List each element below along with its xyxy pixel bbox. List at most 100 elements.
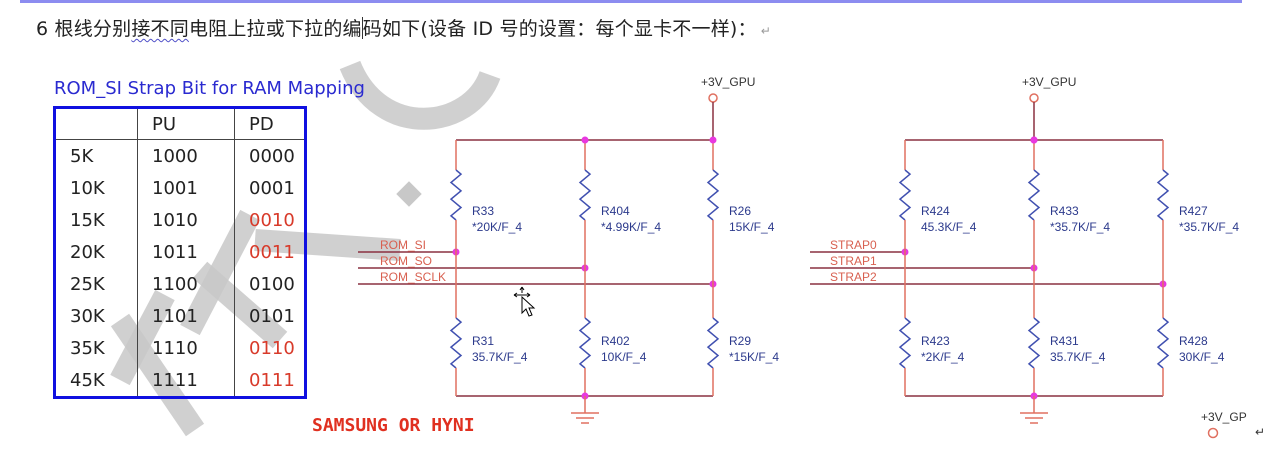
power-rail-label: +3V_GPU <box>701 75 755 89</box>
page-top-border <box>20 0 1242 3</box>
cell-pd: 0100 <box>234 268 306 300</box>
power-pin-icon <box>708 93 718 103</box>
power-pin-icon <box>1029 93 1039 103</box>
cell-resistance: 35K <box>70 337 105 359</box>
paragraph-mark-icon: ↵ <box>760 24 771 38</box>
cell-pd: 0011 <box>234 236 306 268</box>
extra-power-pin: +3V_GP ↵ <box>1201 410 1265 439</box>
cell-resistance: 5K <box>70 145 94 167</box>
cell-pu: 1110 <box>137 332 235 364</box>
resistor-icon <box>449 317 463 369</box>
header-resistance <box>54 107 138 140</box>
resistor-value: 15K/F_4 <box>729 220 775 234</box>
net-label: STRAP1 <box>830 254 877 268</box>
resistor-value: *35.7K/F_4 <box>1179 220 1239 234</box>
cell-resistance: 10K <box>70 177 105 199</box>
cell-pu: 1100 <box>137 268 235 300</box>
heading-rest: 码如下(设备 ID 号的设置：每个显卡不一样)： <box>362 18 757 40</box>
header-pd: PD <box>234 107 306 140</box>
resistor-icon <box>449 169 463 221</box>
cell-pu: 1010 <box>137 204 235 236</box>
cell-resistance: 20K <box>70 241 105 263</box>
resistor-value: 10K/F_4 <box>601 350 647 364</box>
cell-pu: 1111 <box>137 364 235 398</box>
document-heading[interactable]: 6 根线分别接不同电阻上拉或下拉的编码如下(设备 ID 号的设置：每个显卡不一样… <box>36 14 771 41</box>
resistor-icon <box>706 169 720 221</box>
junction-dot <box>1030 136 1038 144</box>
resistor-icon <box>898 317 912 369</box>
resistor-ref: R31 <box>472 334 494 348</box>
resistor-ref: R402 <box>601 334 630 348</box>
cell-resistance: 30K <box>70 305 105 327</box>
cell-pd: 0010 <box>234 204 306 236</box>
cell-pd: 0101 <box>234 300 306 332</box>
resistor-ref: R26 <box>729 204 751 218</box>
resistor-ref: R29 <box>729 334 751 348</box>
resistor-icon <box>1156 169 1170 221</box>
power-rail-label: +3V_GPU <box>1022 75 1076 89</box>
junction-dot <box>581 136 589 144</box>
cell-resistance: 25K <box>70 273 105 295</box>
memory-vendor-note: SAMSUNG OR HYNI <box>312 415 475 436</box>
resistor-icon <box>706 317 720 369</box>
resistor-icon <box>1027 169 1041 221</box>
table-header-row: PU PD <box>54 107 306 140</box>
cell-pd: 0000 <box>234 139 306 172</box>
spellcheck-underlined-text[interactable]: 接不同 <box>131 18 189 40</box>
cell-pu: 1101 <box>137 300 235 332</box>
cell-pu: 1000 <box>137 139 235 172</box>
resistor-icon <box>1156 317 1170 369</box>
resistor-value: *2K/F_4 <box>921 350 965 364</box>
heading-mid: 电阻上拉或下拉的编 <box>188 18 362 40</box>
net-label: STRAP0 <box>830 238 877 252</box>
resistor-icon <box>898 169 912 221</box>
cell-pu: 1001 <box>137 172 235 204</box>
ground-icon <box>1020 396 1048 424</box>
net-label: ROM_SCLK <box>380 270 446 284</box>
resistor-ref: R428 <box>1179 334 1208 348</box>
watermark-arc <box>339 60 501 130</box>
resistor-icon <box>1027 317 1041 369</box>
watermark-diamond <box>396 181 422 207</box>
heading-prefix: 6 根线分别 <box>36 18 132 40</box>
cell-resistance: 15K <box>70 209 105 231</box>
resistor-value: 35.7K/F_4 <box>1050 350 1106 364</box>
cell-pu: 1011 <box>137 236 235 268</box>
power-rail-label: +3V_GP <box>1201 410 1247 424</box>
power-pin-icon <box>1207 427 1219 439</box>
resistor-value: 30K/F_4 <box>1179 350 1225 364</box>
paragraph-mark-icon: ↵ <box>1255 425 1265 439</box>
resistor-ref: R404 <box>601 204 630 218</box>
net-label: STRAP2 <box>830 270 877 284</box>
schematic-block-1: +3V_GPUROM_SIROM_SOROM_SCLKR33*20K/F_4R3… <box>358 75 779 424</box>
resistor-ref: R431 <box>1050 334 1079 348</box>
resistor-ref: R33 <box>472 204 494 218</box>
resistor-value: *4.99K/F_4 <box>601 220 661 234</box>
ground-icon <box>571 396 599 424</box>
resistor-ref: R427 <box>1179 204 1208 218</box>
cell-pd: 0111 <box>234 364 306 398</box>
cell-pd: 0110 <box>234 332 306 364</box>
header-pu: PU <box>137 107 235 140</box>
text-cursor <box>361 17 363 39</box>
resistor-value: *20K/F_4 <box>472 220 522 234</box>
resistor-ref: R424 <box>921 204 950 218</box>
junction-dot <box>709 136 717 144</box>
resistor-ref: R433 <box>1050 204 1079 218</box>
resistor-value: 35.7K/F_4 <box>472 350 528 364</box>
resistor-value: *35.7K/F_4 <box>1050 220 1110 234</box>
mouse-cursor-icon <box>513 286 536 317</box>
resistor-value: *15K/F_4 <box>729 350 779 364</box>
resistor-value: 45.3K/F_4 <box>921 220 977 234</box>
net-label: ROM_SO <box>380 254 432 268</box>
cell-resistance: 45K <box>70 369 105 391</box>
